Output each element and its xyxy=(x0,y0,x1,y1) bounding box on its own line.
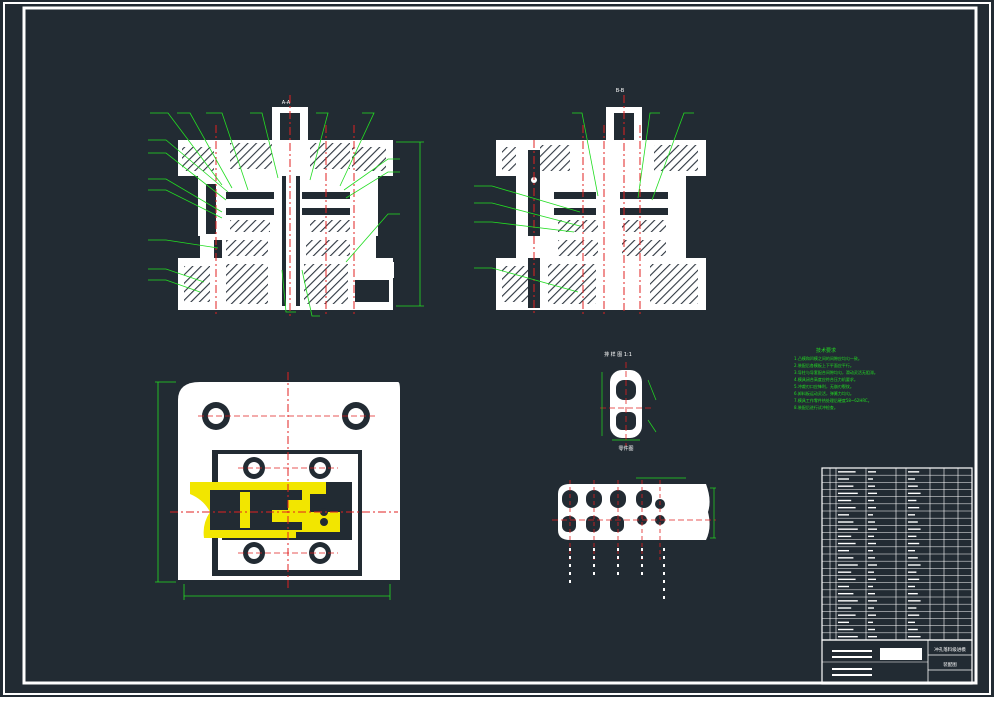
parts-list-entry-mark xyxy=(838,614,856,616)
tech-req-title: 技术要求 xyxy=(816,347,836,354)
strip-title: 排 样 图 1:1 xyxy=(604,351,632,358)
parts-list-entry-mark xyxy=(838,628,854,631)
parts-list-entry-mark xyxy=(868,492,877,495)
drawing-type: 装配图 xyxy=(943,661,957,668)
parts-list-entry-mark xyxy=(868,471,876,473)
parts-list-entry-mark xyxy=(908,607,917,609)
parts-list-entry-mark xyxy=(868,549,873,552)
parts-list-entry-mark xyxy=(908,600,921,602)
part-label: 零件图 xyxy=(618,445,633,452)
parts-list-entry-mark xyxy=(868,514,873,516)
parts-list-entry-mark xyxy=(868,478,873,480)
parts-list-entry-mark xyxy=(868,499,874,502)
parts-list-entry-mark xyxy=(838,564,858,566)
parts-list-entry-mark xyxy=(868,600,877,602)
parts-list-entry-mark xyxy=(868,542,876,545)
parts-list-entry-mark xyxy=(908,528,921,530)
parts-list-entry-mark xyxy=(868,621,873,624)
parts-list-entry-mark xyxy=(868,485,875,487)
parts-list-entry-mark xyxy=(868,521,875,523)
parts-list-entry-mark xyxy=(838,492,858,495)
parts-list-entry-mark xyxy=(838,592,854,595)
parts-list-entry-mark xyxy=(908,557,918,559)
parts-list-entry-mark xyxy=(838,600,858,602)
parts-list-entry-mark xyxy=(838,506,856,509)
tech-req-line: 2.装配后各模板上下平面应平行。 xyxy=(794,362,854,368)
parts-list-entry-mark xyxy=(838,578,856,581)
section-view-aa: A-A xyxy=(148,95,424,318)
parts-list-entry-mark xyxy=(838,514,849,516)
parts-list-entry-mark xyxy=(838,549,849,552)
parts-list-entry-mark xyxy=(838,528,858,530)
parts-list-entry-mark xyxy=(838,585,849,588)
parts-list-entry-mark xyxy=(908,614,920,616)
parts-list-entry-mark xyxy=(908,535,917,538)
parts-list-entry-mark xyxy=(908,492,921,495)
parts-list-entry-mark xyxy=(838,499,852,502)
parts-list-entry-mark xyxy=(908,471,920,473)
parts-list-entry-mark xyxy=(908,564,921,566)
outer-frame xyxy=(3,2,991,695)
parts-list-entry-mark xyxy=(838,557,854,559)
parts-list-entry-mark xyxy=(908,585,915,588)
parts-list-entry-mark xyxy=(908,514,915,516)
parts-list-entry-mark xyxy=(838,635,858,638)
tech-req-line: 5.冲裁刃口应锋利，无崩刃裂纹。 xyxy=(794,383,854,389)
parts-list-entry-mark xyxy=(838,607,852,609)
title-block: 冲孔落料级进模 装配图 xyxy=(821,639,973,685)
parts-list-entry-mark xyxy=(868,571,874,573)
section-view-bb: B-B xyxy=(474,88,706,314)
parts-list-entry-mark xyxy=(868,585,873,588)
parts-list-entry-mark xyxy=(868,635,877,638)
tech-req-line: 4.模具闭合高度应符合压力机要求。 xyxy=(794,376,858,382)
parts-list-entry-mark xyxy=(838,471,856,473)
parts-list-entry-mark xyxy=(908,621,915,624)
parts-list-entry-mark xyxy=(908,592,918,595)
parts-list-entry-mark xyxy=(908,506,920,509)
parts-list-entry-mark xyxy=(838,535,852,538)
parts-list-entry-mark xyxy=(868,528,877,530)
parts-list-entry-mark xyxy=(908,499,917,502)
parts-list-entry-mark xyxy=(868,535,874,538)
tech-req-line: 7.模具工作零件热处理后硬度58~62HRC。 xyxy=(794,397,872,403)
parts-list-entry-mark xyxy=(838,542,856,545)
section-bb-label: B-B xyxy=(616,88,625,94)
parts-list-entry-mark xyxy=(908,549,915,552)
parts-list-entry-mark xyxy=(908,478,915,480)
tech-req-line: 1.凸模和凹模之间的间隙应均匀一致。 xyxy=(794,355,862,361)
parts-list-table xyxy=(821,467,973,641)
parts-list-entry-mark xyxy=(838,478,849,480)
parts-list-entry-mark xyxy=(838,521,854,523)
part-drawing: 排 样 图 1:1 零件图 xyxy=(600,351,657,452)
parts-list-entry-mark xyxy=(838,621,849,624)
strip-layout xyxy=(552,477,716,599)
parts-list-entry-mark xyxy=(868,614,876,616)
parts-list-entry-mark xyxy=(908,628,918,631)
parts-list-entry-mark xyxy=(868,557,875,559)
tech-req-line: 3.导柱与导套配合间隙均匀，滑动灵活无阻滞。 xyxy=(794,369,878,375)
tech-req-line: 8.装配后进行试冲检查。 xyxy=(794,404,838,410)
parts-list-entry-mark xyxy=(838,571,852,573)
parts-list-entry-mark xyxy=(868,628,875,631)
parts-list-entry-mark xyxy=(868,592,875,595)
parts-list-entry-mark xyxy=(838,485,854,487)
technical-requirements: 技术要求 1.凸模和凹模之间的间隙应均匀一致。 2.装配后各模板上下平面应平行。… xyxy=(794,347,878,410)
parts-list-entry-mark xyxy=(868,578,876,581)
drawing-name: 冲孔落料级进模 xyxy=(934,646,966,653)
parts-list-entry-mark xyxy=(908,542,920,545)
parts-list-entry-mark xyxy=(908,571,917,573)
parts-list-entry-mark xyxy=(908,521,918,523)
parts-list-entry-mark xyxy=(908,578,920,581)
tech-req-line: 6.卸料板运动灵活，弹簧力均匀。 xyxy=(794,390,854,396)
plan-view-lower-die xyxy=(155,372,400,600)
section-aa-label: A-A xyxy=(282,100,291,106)
parts-list-entry-mark xyxy=(908,485,918,487)
parts-list-entry-mark xyxy=(868,506,876,509)
parts-list-entry-mark xyxy=(868,607,874,609)
parts-list-entry-mark xyxy=(868,564,877,566)
inner-frame xyxy=(22,6,978,685)
parts-list-entry-mark xyxy=(908,635,921,638)
